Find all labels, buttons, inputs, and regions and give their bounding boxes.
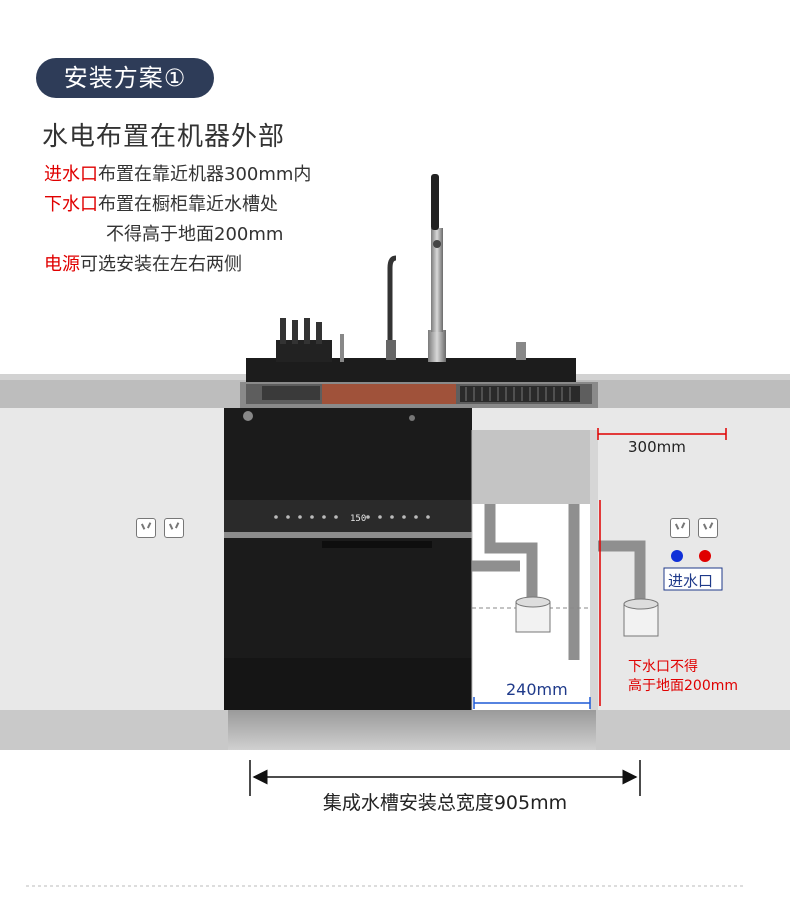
brand-logo bbox=[243, 411, 253, 421]
door-handle[interactable] bbox=[322, 541, 432, 548]
power-socket-icon bbox=[670, 518, 690, 538]
total-width-label: 集成水槽安装总宽度905mm bbox=[322, 792, 568, 814]
dim-240-label: 240mm bbox=[506, 680, 568, 699]
dim-total-width bbox=[249, 760, 641, 796]
soap-dispenser bbox=[516, 342, 526, 360]
filter-tap bbox=[386, 255, 397, 360]
note-inlet: 进水口布置在靠近机器300mm内 bbox=[44, 160, 311, 186]
dim-240 bbox=[473, 697, 591, 709]
floor-drain-inner bbox=[515, 596, 551, 633]
note-power: 电源可选安装在左右两侧 bbox=[44, 250, 242, 276]
knife-block bbox=[276, 318, 344, 362]
display-temp: 150 bbox=[350, 514, 366, 524]
drain-pipe-inner bbox=[484, 504, 580, 660]
inlet-text: 布置在靠近机器300mm内 bbox=[98, 164, 312, 185]
page-heading: 水电布置在机器外部 bbox=[42, 122, 286, 152]
hot-water-dot bbox=[699, 550, 711, 562]
drain-label: 下水口 bbox=[44, 194, 98, 215]
note-drain: 下水口布置在橱柜靠近水槽处 bbox=[44, 190, 278, 216]
dishwasher-door bbox=[224, 538, 472, 660]
drain-pipe-outer bbox=[598, 540, 646, 606]
faucet bbox=[428, 174, 446, 362]
lower-drawer bbox=[224, 658, 472, 710]
drain-text: 布置在橱柜靠近水槽处 bbox=[98, 194, 278, 215]
plan-badge: 安装方案① bbox=[36, 58, 214, 98]
power-label: 电源 bbox=[44, 254, 80, 275]
power-socket-icon bbox=[136, 518, 156, 538]
floor-drain-outer bbox=[623, 598, 659, 637]
drain-note-line1: 下水口不得 bbox=[628, 659, 698, 675]
power-socket-icon bbox=[164, 518, 184, 538]
note-drain-height: 不得高于地面200mm bbox=[106, 224, 284, 245]
drain-note-line2: 高于地面200mm bbox=[628, 678, 738, 694]
dim-300-label: 300mm bbox=[628, 438, 686, 456]
cold-water-dot bbox=[671, 550, 683, 562]
inlet-tag-label: 进水口 bbox=[668, 572, 714, 590]
inlet-label: 进水口 bbox=[44, 164, 98, 185]
sink-basin bbox=[472, 430, 590, 504]
power-socket-icon bbox=[698, 518, 718, 538]
power-text: 可选安装在左右两侧 bbox=[80, 254, 242, 275]
cutting-board bbox=[322, 384, 456, 404]
upper-panel bbox=[224, 408, 472, 500]
control-panel bbox=[224, 500, 472, 532]
appliance-base bbox=[228, 710, 596, 750]
dim-300 bbox=[597, 428, 727, 440]
inlet-tag-box bbox=[663, 567, 723, 591]
sink-backsplash bbox=[246, 358, 576, 384]
